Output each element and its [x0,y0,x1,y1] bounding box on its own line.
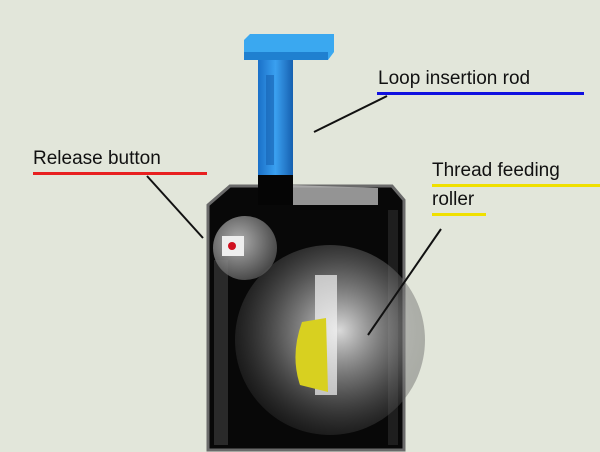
thread-underline-1 [432,184,600,187]
thread-underline-2 [432,213,486,216]
thread-feeding-label: Thread feeding [432,160,560,181]
release-button [213,216,277,280]
release-underline [33,172,207,175]
loop-insertion-rod [244,34,334,205]
roller-label: roller [432,189,475,210]
release-button-label: Release button [33,148,161,169]
loop-insertion-rod-label: Loop insertion rod [378,68,531,89]
thread-roller-leader [367,228,442,336]
thread-feeding-roller [235,245,425,435]
loop-underline [377,92,584,95]
red-dot-icon [228,242,236,250]
loop-rod-leader [313,95,388,133]
release-button-leader [146,175,204,239]
